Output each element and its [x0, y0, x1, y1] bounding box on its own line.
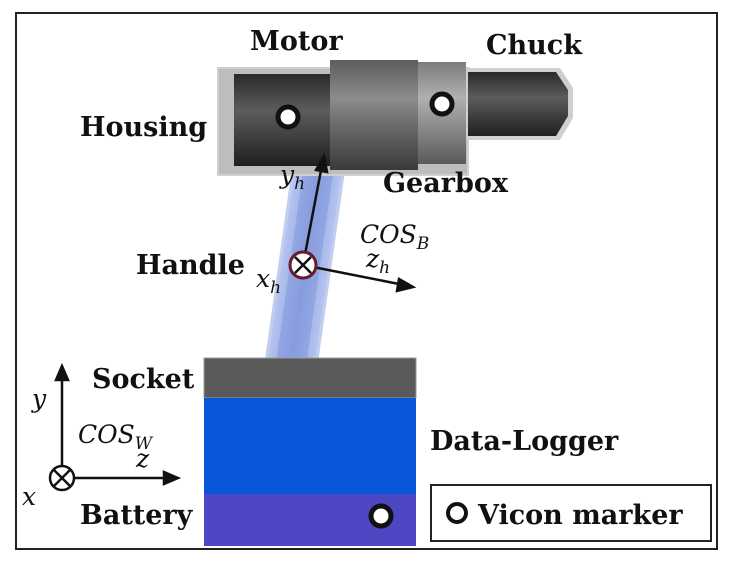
- xh-axis-label: xh: [256, 264, 282, 298]
- battery-label: Battery: [80, 500, 193, 531]
- z-arrowhead: [162, 470, 182, 486]
- x-axis-into-page-icon: [48, 464, 76, 492]
- socket-label: Socket: [92, 364, 195, 395]
- zh-axis-arrow: [302, 263, 405, 287]
- vicon-marker-legend-icon: [446, 502, 468, 524]
- handle-label: Handle: [136, 250, 245, 281]
- yh-axis-arrow: [301, 164, 324, 266]
- xh-axis-into-page-icon: [288, 250, 318, 280]
- data-logger-shape: [204, 398, 416, 494]
- chuck-shape: [468, 72, 568, 136]
- vicon-marker: [368, 503, 394, 529]
- motor-shape: [330, 60, 418, 170]
- cos-w-label: COSW: [78, 420, 153, 454]
- world-z-axis-label: z: [136, 444, 150, 473]
- handle-coordinate-system: [301, 152, 417, 293]
- world-y-axis-label: y: [32, 384, 47, 413]
- data-logger-label: Data-Logger: [430, 426, 619, 457]
- world-x-axis-label: x: [22, 482, 37, 511]
- y-arrowhead: [54, 362, 70, 382]
- legend: Vicon marker: [430, 484, 712, 542]
- tool-body: [217, 60, 573, 176]
- legend-label: Vicon marker: [478, 500, 683, 531]
- yh-axis-label: yh: [280, 160, 306, 194]
- yh-arrowhead: [314, 152, 329, 174]
- vicon-marker: [275, 104, 301, 130]
- cos-b-label: COSB: [360, 220, 430, 254]
- motor-label: Motor: [250, 26, 343, 57]
- zh-arrowhead: [395, 277, 417, 293]
- zh-axis-label: zh: [366, 244, 391, 278]
- vicon-marker: [429, 91, 455, 117]
- chuck-label: Chuck: [486, 30, 582, 61]
- world-coordinate-system: [54, 362, 182, 486]
- socket-shape: [203, 357, 417, 399]
- gearbox-label: Gearbox: [383, 168, 508, 199]
- housing-label: Housing: [80, 112, 208, 143]
